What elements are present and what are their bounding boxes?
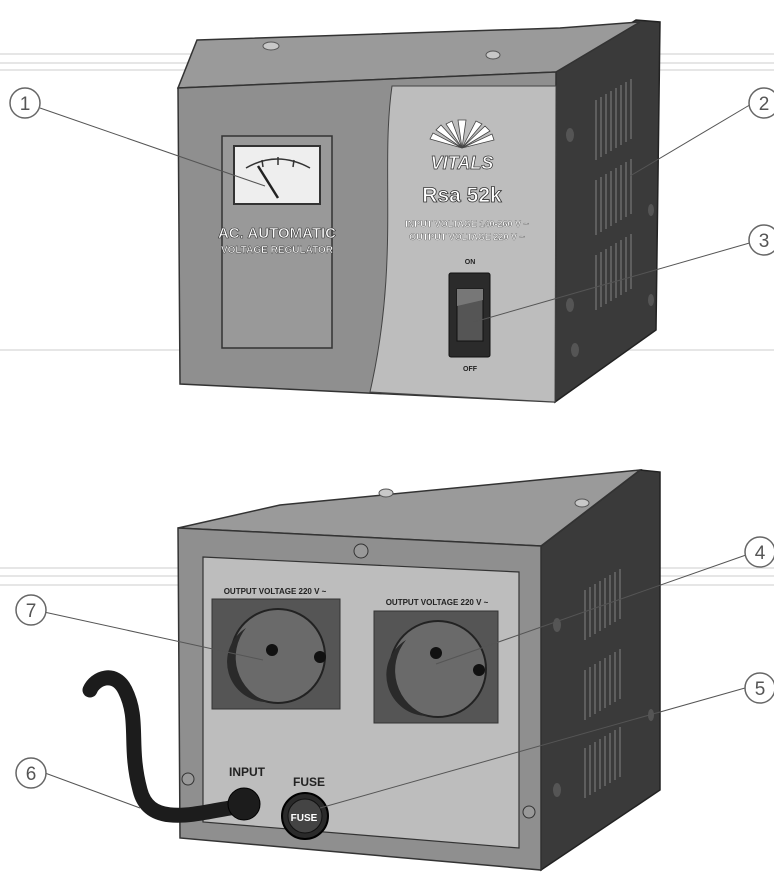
brand-name: VITALS xyxy=(431,153,494,173)
screw-icon xyxy=(486,51,500,59)
callout-2: 2 xyxy=(759,94,770,115)
input-grommet xyxy=(228,788,260,820)
bolt-icon xyxy=(553,783,561,797)
switch-off-label: OFF xyxy=(463,366,478,373)
input-label: INPUT xyxy=(229,765,266,779)
callout-7: 7 xyxy=(26,601,37,622)
model-name: Rsa 52k xyxy=(422,184,502,207)
back-unit: OUTPUT VOLTAGE 220 V ~ OUTPUT VOLTAGE 22… xyxy=(90,470,660,870)
socket-left-label: OUTPUT VOLTAGE 220 V ~ xyxy=(224,587,327,596)
screw-icon xyxy=(263,42,279,50)
callout-1: 1 xyxy=(20,94,31,115)
socket-right-label: OUTPUT VOLTAGE 220 V ~ xyxy=(386,598,489,607)
bolt-icon xyxy=(566,128,574,142)
socket-pin-hole xyxy=(430,647,442,659)
socket-pin-hole xyxy=(314,651,326,663)
screw-icon xyxy=(354,544,368,558)
bolt-icon xyxy=(566,298,574,312)
screw-icon xyxy=(182,773,194,785)
callout-5: 5 xyxy=(755,679,766,700)
meter-subtitle: VOLTAGE REGULATOR xyxy=(221,245,334,256)
output-voltage-label: OUTPUT VOLTAGE 220 V ~ xyxy=(409,232,524,242)
screw-icon xyxy=(575,499,589,507)
screw-icon xyxy=(379,489,393,497)
bolt-icon xyxy=(648,204,654,216)
socket-pin-hole xyxy=(473,664,485,676)
callout-4: 4 xyxy=(755,543,766,564)
front-side-panel xyxy=(555,20,660,402)
front-unit: AC. AUTOMATIC VOLTAGE REGULATOR VITALS R… xyxy=(178,20,660,402)
screw-icon xyxy=(523,806,535,818)
bolt-icon xyxy=(648,294,654,306)
socket-pin-hole xyxy=(266,644,278,656)
input-voltage-label: INPUT VOLTAGE 140-260 V ~ xyxy=(405,219,528,229)
fuse-cap-text: FUSE xyxy=(291,813,318,824)
meter-title: AC. AUTOMATIC xyxy=(218,225,336,242)
fuse-label: FUSE xyxy=(293,775,325,789)
callout-3: 3 xyxy=(759,231,770,252)
callout-6: 6 xyxy=(26,764,37,785)
bolt-icon xyxy=(571,343,579,357)
switch-on-label: ON xyxy=(465,259,476,266)
